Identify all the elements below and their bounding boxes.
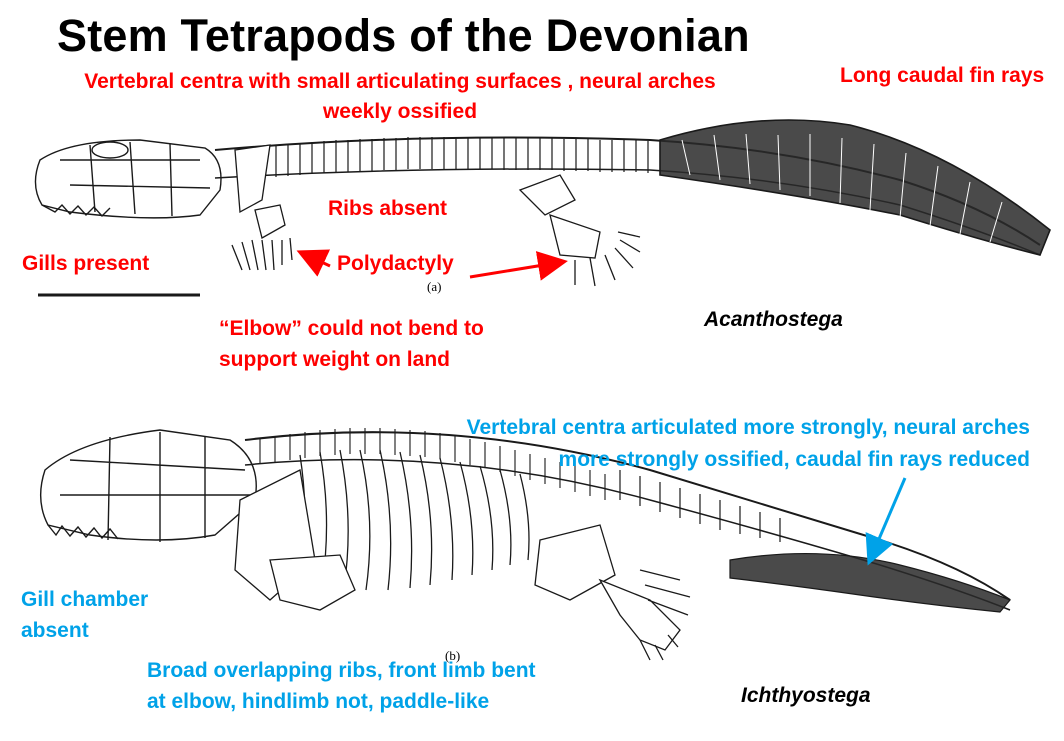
- ichthyostega-gill-line2: absent: [21, 619, 89, 642]
- ichthyostega-gill-line1: Gill chamber: [21, 588, 149, 611]
- acanthostega-name: Acanthostega: [704, 308, 843, 331]
- acanthostega-elbow-line1: “Elbow” could not bend to: [219, 317, 484, 340]
- ichthyostega-ribs-line2: at elbow, hindlimb not, paddle-like: [147, 690, 490, 713]
- acanthostega-elbow-line2: support weight on land: [219, 348, 450, 371]
- acanthostega-limbs: [231, 144, 641, 287]
- figure-label-a: (a): [427, 279, 442, 294]
- acanthostega-ribs-note: Ribs absent: [328, 197, 448, 220]
- acanthostega-gills-note: Gills present: [22, 252, 150, 275]
- polydactyly-note: Polydactyly: [337, 252, 454, 275]
- ichthyostega-vertebrae-note: Vertebral centra articulated more strong…: [400, 412, 1030, 476]
- polydactyly-arrow-left: [296, 249, 331, 277]
- acanthostega-vertebrae-note: Vertebral centra with small articulating…: [40, 70, 760, 124]
- acanthostega-tail-fin: [659, 119, 1051, 256]
- acanthostega-elbow-note: “Elbow” could not bend to support weight…: [219, 313, 484, 375]
- acanthostega-vertebrae-line2: weekly ossified: [322, 100, 478, 123]
- caudal-reduced-arrow: [865, 477, 907, 566]
- acanthostega-vertebrae-line1: Vertebral centra with small articulating…: [84, 70, 716, 93]
- acanthostega-caudal-note: Long caudal fin rays: [840, 64, 1045, 87]
- ichthyostega-ribs-note: Broad overlapping ribs, front limb bent …: [147, 655, 536, 717]
- figure-label-b: (b): [445, 648, 461, 663]
- ichthyostega-tail-fin: [619, 470, 1011, 613]
- ichthyostega-gill-note: Gill chamber absent: [21, 584, 148, 646]
- ichthyostega-vertebrae-line2: more strongly ossified, caudal fin rays …: [558, 448, 1030, 471]
- ichthyostega-limbs: [234, 469, 691, 661]
- ichthyostega-ribs-line1: Broad overlapping ribs, front limb bent: [147, 659, 536, 682]
- ichthyostega-name: Ichthyostega: [741, 684, 871, 707]
- ichthyostega-vertebrae: [259, 428, 606, 500]
- ichthyostega-vertebrae-line1: Vertebral centra articulated more strong…: [466, 416, 1030, 439]
- polydactyly-arrow-right: [469, 251, 568, 281]
- page-title: Stem Tetrapods of the Devonian: [57, 10, 750, 61]
